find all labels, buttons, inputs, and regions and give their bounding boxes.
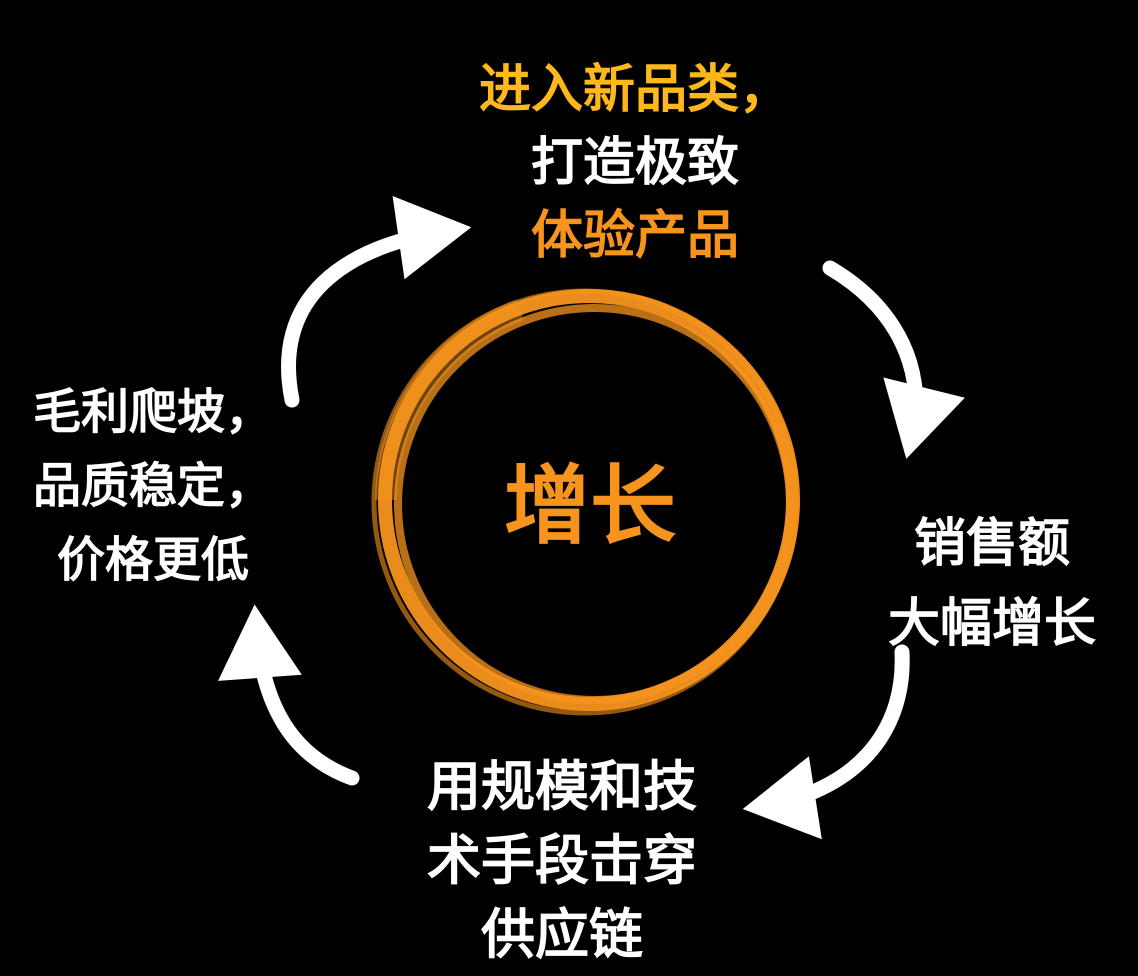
node-sales-growth-line-1: 销售额: [913, 515, 1070, 573]
node-sales-growth: 销售额 大幅增长: [854, 504, 1130, 664]
node-supply-chain-line-3: 供应链: [481, 905, 643, 965]
node-margin-quality-line-3: 价格更低: [56, 534, 249, 587]
center-growth-label: 增长: [504, 458, 676, 555]
node-new-category-line-1: 进入新品类，: [478, 61, 791, 119]
node-supply-chain-line-2: 术手段击穿: [427, 831, 697, 891]
cycle-arrow-bottom-to-left-icon: [218, 604, 360, 786]
node-new-category-line-3: 体验产品: [530, 207, 739, 265]
cycle-arrow-right-to-bottom-icon: [742, 644, 910, 840]
node-supply-chain-line-1: 用规模和技: [427, 757, 697, 817]
node-margin-quality-line-2: 品质稳定，: [32, 460, 273, 513]
node-new-category: 进入新品类， 打造极致 体验产品: [390, 54, 880, 273]
node-new-category-line-2: 打造极致: [530, 134, 739, 192]
node-sales-growth-line-2: 大幅增长: [887, 595, 1096, 653]
cycle-arrow-top-to-right-icon: [822, 260, 965, 459]
node-margin-quality-line-1: 毛利爬坡，: [32, 386, 273, 439]
cycle-arrow-left-to-top-icon: [281, 196, 472, 408]
growth-ring-icon: [371, 288, 800, 716]
node-margin-quality: 毛利爬坡， 品质稳定， 价格更低: [0, 376, 306, 598]
node-supply-chain: 用规模和技 术手段击穿 供应链: [370, 750, 754, 972]
